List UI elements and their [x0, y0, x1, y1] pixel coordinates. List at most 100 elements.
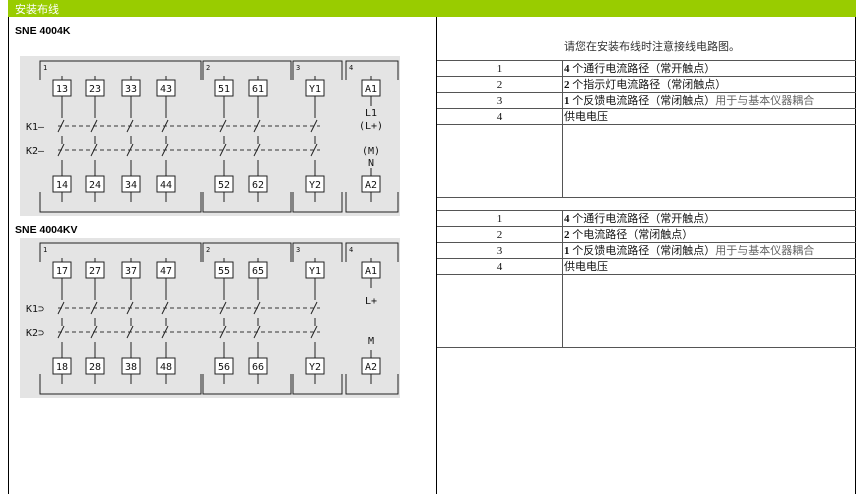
top-terminal-label: Y1 — [309, 266, 321, 277]
legend-description: 4 个通行电流路径（常开触点） — [562, 210, 856, 227]
top-block-outline — [345, 242, 399, 262]
legend-text: 个反馈电流路径（常闭触点） — [569, 94, 716, 107]
top-terminal-label: Y1 — [309, 84, 321, 95]
bottom-terminal-label: 24 — [89, 180, 101, 191]
bottom-block-outline — [202, 192, 292, 213]
section-header: 安装布线 — [8, 0, 856, 17]
top-terminal-label: 55 — [218, 266, 230, 277]
legend-text: 个通行电流路径（常开触点） — [569, 212, 716, 225]
bottom-block-outline — [345, 192, 399, 213]
legend-description: 1 个反馈电流路径（常闭触点）用于与基本仪器耦合 — [562, 242, 856, 259]
legend-description: 供电电压 — [562, 108, 856, 125]
supply-label-top: (L+) — [359, 121, 383, 132]
legend-text: 个反馈电流路径（常闭触点） — [569, 244, 716, 257]
legend-number: 2 — [437, 226, 563, 243]
legend-number: 3 — [437, 92, 563, 109]
bottom-block-outline — [292, 374, 343, 395]
top-terminal-label: 23 — [89, 84, 101, 95]
bottom-terminal-label: 14 — [56, 180, 68, 191]
top-terminal-label: 13 — [56, 84, 68, 95]
group-number: 2 — [206, 246, 210, 254]
top-terminal-label: 65 — [252, 266, 264, 277]
bottom-terminal-label: 56 — [218, 362, 230, 373]
legend-count: 2 — [564, 78, 570, 91]
supply-label-bottom: (M) — [362, 146, 380, 157]
bottom-terminal-label: 48 — [160, 362, 172, 373]
group-number: 1 — [43, 64, 47, 72]
k2-label: K2— — [26, 146, 45, 157]
top-block-outline — [39, 60, 202, 80]
legend-number: 2 — [437, 76, 563, 93]
bottom-terminal-label: 18 — [56, 362, 68, 373]
legend-description: 2 个指示灯电流路径（常闭触点） — [562, 76, 856, 93]
bottom-block-outline — [39, 192, 202, 213]
legend-number: 1 — [437, 210, 563, 227]
frame-middle-border — [436, 17, 437, 494]
frame-left-border — [8, 17, 9, 494]
legend-description: 供电电压 — [562, 258, 856, 275]
top-block-outline — [345, 60, 399, 80]
bottom-block-outline — [202, 374, 292, 395]
bottom-terminal-label: Y2 — [309, 362, 321, 373]
top-terminal-label: 17 — [56, 266, 68, 277]
bottom-terminal-label: Y2 — [309, 180, 321, 191]
model-label-kv: SNE 4004KV — [15, 224, 78, 236]
top-block-outline — [292, 242, 343, 262]
legend-count: 2 — [564, 228, 570, 241]
k1-label: K1— — [26, 122, 45, 133]
legend-count: 1 — [564, 244, 570, 257]
legend-extra: 用于与基本仪器耦合 — [715, 94, 815, 107]
bottom-terminal-label: 38 — [125, 362, 137, 373]
legend-blank-row — [437, 274, 856, 348]
top-terminal-label: 47 — [160, 266, 172, 277]
legend-extra: 用于与基本仪器耦合 — [715, 244, 815, 257]
bottom-terminal-label: 62 — [252, 180, 264, 191]
bottom-block-outline — [39, 374, 202, 395]
bottom-terminal-label: 66 — [252, 362, 264, 373]
legend-number: 4 — [437, 108, 563, 125]
model-label-k: SNE 4004K — [15, 25, 71, 37]
group-number: 4 — [349, 246, 353, 254]
legend-text: 个电流路径（常闭触点） — [569, 228, 694, 241]
legend-number: 3 — [437, 242, 563, 259]
top-terminal-label: A1 — [365, 84, 377, 95]
supply-label-bottom: M — [368, 336, 374, 347]
legend-blank-row — [437, 124, 856, 198]
section-title: 安装布线 — [15, 3, 59, 16]
k2-label: K2⊃ — [26, 328, 44, 339]
bottom-block-outline — [345, 374, 399, 395]
legend-text: 个指示灯电流路径（常闭触点） — [569, 78, 727, 91]
legend-blank-cell — [437, 274, 563, 348]
legend-number: 4 — [437, 258, 563, 275]
legend-description: 4 个通行电流路径（常开触点） — [562, 60, 856, 77]
group-number: 3 — [296, 246, 300, 254]
legend-description: 2 个电流路径（常闭触点） — [562, 226, 856, 243]
top-block-outline — [292, 60, 343, 80]
bottom-terminal-label: 28 — [89, 362, 101, 373]
bottom-terminal-label: 52 — [218, 180, 230, 191]
bottom-block-outline — [292, 192, 343, 213]
legend-text: 供电电压 — [564, 110, 608, 123]
legend-blank-cell — [562, 274, 856, 348]
legend-count: 4 — [564, 62, 570, 75]
group-number: 1 — [43, 246, 47, 254]
group-number: 3 — [296, 64, 300, 72]
top-terminal-label: 27 — [89, 266, 101, 277]
legend-count: 4 — [564, 212, 570, 225]
top-terminal-label: A1 — [365, 266, 377, 277]
legend-description: 1 个反馈电流路径（常闭触点）用于与基本仪器耦合 — [562, 92, 856, 109]
top-block-outline — [202, 60, 292, 80]
top-terminal-label: 37 — [125, 266, 137, 277]
bottom-terminal-label: 34 — [125, 180, 137, 191]
